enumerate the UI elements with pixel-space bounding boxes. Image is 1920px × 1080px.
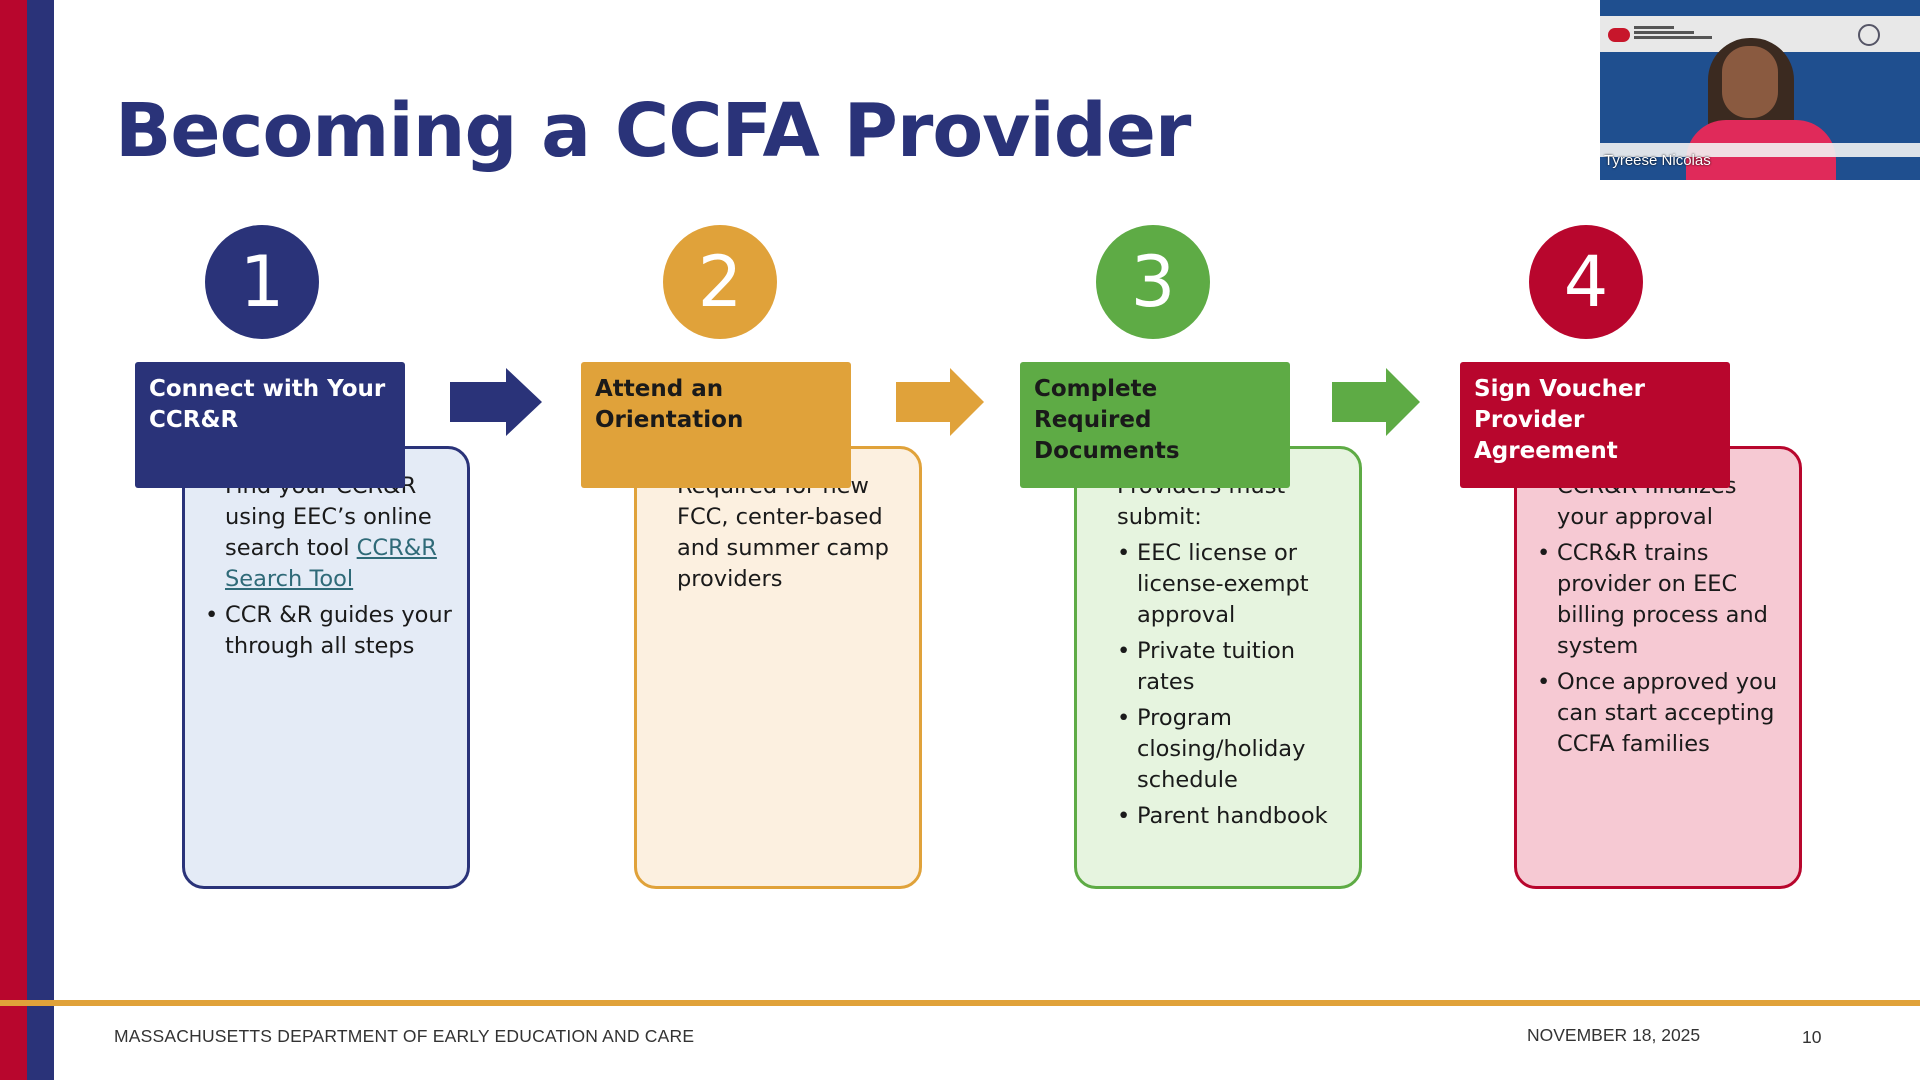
footer-divider bbox=[0, 1000, 1920, 1006]
step-2-heading-line-1: Attend an bbox=[595, 376, 724, 402]
arrow-2-to-3-icon bbox=[896, 368, 984, 436]
step-3-sub-bullet-3: Program closing/holiday schedule bbox=[1117, 703, 1345, 796]
step-2-bullet-list: Required for new FCC, center-based and s… bbox=[657, 471, 905, 595]
step-4-heading-line-1: Sign Voucher bbox=[1474, 376, 1645, 402]
step-2-heading: Attend an Orientation bbox=[581, 362, 851, 488]
step-1-bullet-list: Find your CCR&R using EEC’s online searc… bbox=[205, 471, 453, 662]
step-2-content-box: Required for new FCC, center-based and s… bbox=[634, 446, 922, 889]
participant-name-label: Tyreese Nicolas bbox=[1604, 152, 1711, 169]
eec-logo-icon bbox=[1608, 28, 1630, 42]
video-background-band bbox=[1600, 143, 1920, 157]
slide-page-number: 10 bbox=[1802, 1027, 1822, 1047]
step-1-heading: Connect with Your CCR&R bbox=[135, 362, 405, 488]
step-3-heading-line-2: Documents bbox=[1034, 438, 1180, 464]
step-3-sub-bullet-2: Private tuition rates bbox=[1117, 636, 1345, 698]
step-3-heading-line-1: Complete Required bbox=[1034, 376, 1158, 433]
step-2-number-circle: 2 bbox=[663, 225, 777, 339]
step-1-bullet-2: CCR &R guides your through all steps bbox=[205, 600, 453, 662]
step-3-number-circle: 3 bbox=[1096, 225, 1210, 339]
footer-organization: MASSACHUSETTS DEPARTMENT OF EARLY EDUCAT… bbox=[114, 1026, 695, 1046]
step-1-heading-line-1: Connect with Your bbox=[149, 376, 386, 402]
arrow-1-to-2-icon bbox=[450, 368, 542, 436]
step-3-sub-bullet-1: EEC license or license-exempt approval bbox=[1117, 538, 1345, 631]
eec-logo-text-icon bbox=[1634, 24, 1714, 46]
step-1-heading-line-2: CCR&R bbox=[149, 407, 239, 433]
step-4-heading-line-2: Provider Agreement bbox=[1474, 407, 1618, 464]
ccrr-search-tool-link[interactable]: CCR&R Search Tool bbox=[225, 535, 437, 592]
step-1-number-circle: 1 bbox=[205, 225, 319, 339]
step-1-bullet-1: Find your CCR&R using EEC’s online searc… bbox=[205, 471, 453, 595]
participant-face-icon bbox=[1722, 46, 1778, 118]
left-blue-stripe bbox=[27, 0, 54, 1080]
step-4-content-box: CCR&R finalizes your approval CCR&R trai… bbox=[1514, 446, 1802, 889]
step-3-sub-bullet-list: EEC license or license-exempt approval P… bbox=[1117, 538, 1345, 832]
participant-video-tile[interactable]: Tyreese Nicolas bbox=[1600, 0, 1920, 180]
step-2-heading-line-2: Orientation bbox=[595, 407, 744, 433]
left-red-stripe bbox=[0, 0, 27, 1080]
state-seal-icon bbox=[1858, 24, 1880, 46]
slide-title: Becoming a CCFA Provider bbox=[115, 88, 1191, 174]
step-3-content-box: Providers must submit: EEC license or li… bbox=[1074, 446, 1362, 889]
step-4-number-circle: 4 bbox=[1529, 225, 1643, 339]
step-4-bullet-3: Once approved you can start accepting CC… bbox=[1537, 667, 1785, 760]
step-2-bullet-1: Required for new FCC, center-based and s… bbox=[657, 471, 905, 595]
step-4-heading: Sign Voucher Provider Agreement bbox=[1460, 362, 1730, 488]
step-1-content-box: Find your CCR&R using EEC’s online searc… bbox=[182, 446, 470, 889]
step-3-heading: Complete Required Documents bbox=[1020, 362, 1290, 488]
step-3-sub-bullet-4: Parent handbook bbox=[1117, 801, 1345, 832]
step-3-bullet-1: Providers must submit: EEC license or li… bbox=[1097, 471, 1345, 832]
footer-date: NOVEMBER 18, 2025 bbox=[1527, 1025, 1701, 1045]
step-3-bullet-list: Providers must submit: EEC license or li… bbox=[1097, 471, 1345, 832]
step-4-bullet-list: CCR&R finalizes your approval CCR&R trai… bbox=[1537, 471, 1785, 760]
arrow-3-to-4-icon bbox=[1332, 368, 1420, 436]
step-4-bullet-2: CCR&R trains provider on EEC billing pro… bbox=[1537, 538, 1785, 662]
